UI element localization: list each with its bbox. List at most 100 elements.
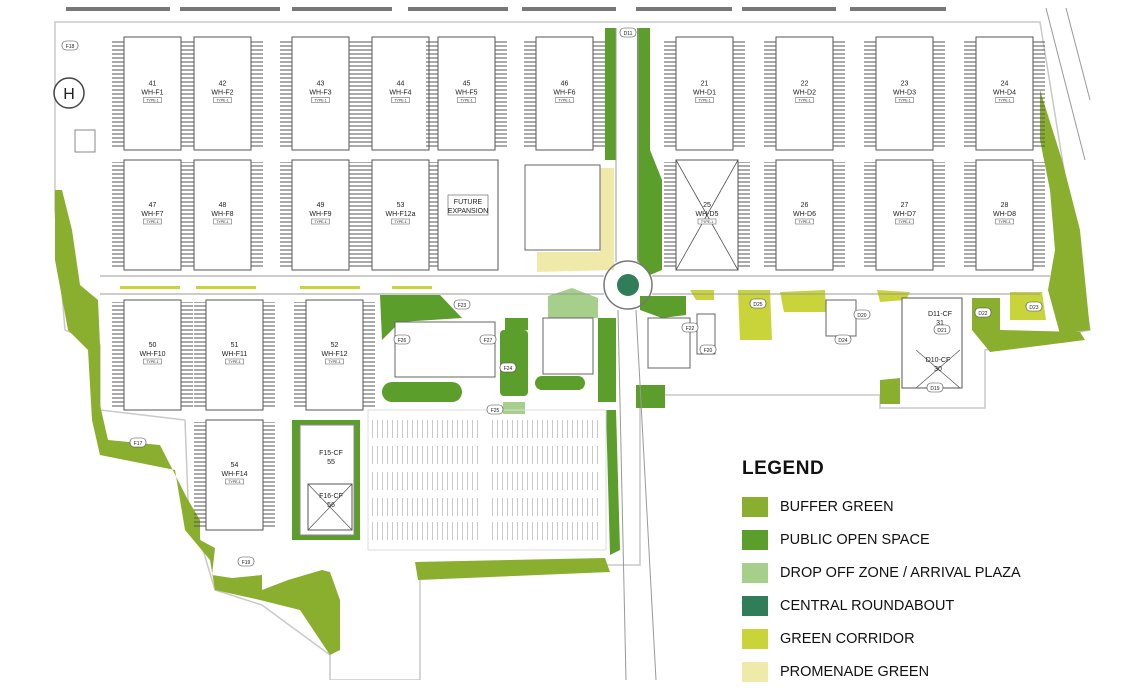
legend-label: DROP OFF ZONE / ARRIVAL PLAZA [780,564,1021,581]
warehouse-footprint [437,36,496,151]
warehouse-type: TYPE-1 [698,99,710,103]
warehouse-code: WH-F3 [309,90,331,97]
warehouse-number: 44 [397,81,405,88]
facility-tag-text: F18 [66,44,75,50]
loading-docks-left [664,162,676,268]
warehouse-number: 52 [331,342,339,349]
facility-tag-text: F24 [504,366,513,372]
warehouse-number: 50 [149,342,157,349]
warehouse-layer: 41WH-F1TYPE-142WH-F2TYPE-143WH-F3TYPE-14… [112,36,1045,531]
facility-tag-frame [453,299,471,310]
warehouse-number: 41 [149,81,157,88]
facility-tag-d23: D23 [1025,301,1043,312]
warehouse-type-box [143,218,162,225]
facility-tag-d25: D25 [749,298,767,309]
warehouse-type: TYPE-1 [394,99,406,103]
facility-tag-f24: F24 [499,362,517,373]
cf-compound [901,297,963,389]
facility-tag-d20: D20 [853,309,871,320]
loading-docks-right [733,39,745,148]
facility-tag-f22: F22 [681,322,699,333]
facility-tag-frame [933,324,951,335]
warehouse-code: WH-D8 [993,211,1016,218]
loading-docks-left [764,39,776,148]
warehouse-code: WH-D7 [893,211,916,218]
road-network [100,7,1091,680]
facility-tag-d19: D19 [926,382,944,393]
warehouse-type: TYPE-1 [228,480,240,484]
facility-tag-text: D24 [838,338,847,344]
warehouse-number: 49 [317,202,325,209]
cf-number: 31 [936,320,944,327]
warehouse-type-box [895,97,914,103]
warehouse-number: 27 [901,202,909,209]
legend-label: BUFFER GREEN [780,498,894,515]
cf-code: F15-CF [319,450,343,457]
loading-docks-right [495,39,507,148]
legend-label: GREEN CORRIDOR [780,630,915,647]
cf-cross-line [915,349,961,389]
warehouse-type: TYPE-1 [998,99,1010,103]
facility-tag-text: F27 [484,338,493,344]
warehouse-footprint [535,36,594,151]
warehouse-number: 51 [231,342,239,349]
warehouse-type: TYPE-1 [146,220,158,224]
warehouse-type-box [795,218,814,225]
facility-tag-f26: F26 [393,334,411,345]
warehouse-number: 45 [463,81,471,88]
promenade-green [537,168,614,272]
facility-tag-d11: D11 [619,27,637,38]
loading-docks-left [426,39,438,148]
legend-item-promenade-green: PROMENADE GREEN [742,655,1042,688]
facility-tag-f25: F25 [486,404,504,415]
warehouse-code: WH-F14 [221,471,247,478]
loading-docks-left [764,162,776,268]
warehouse-footprint [193,36,252,151]
warehouse-type: TYPE-1 [394,220,406,224]
facility-tag-frame [499,362,517,373]
warehouse-type-box [213,97,232,103]
warehouse-footprint [775,159,834,271]
warehouse-type: TYPE-1 [146,99,158,103]
warehouse-footprint [205,419,264,531]
warehouse-code: WH-F11 [222,351,248,358]
facility-tag-f27: F27 [479,334,497,345]
loading-docks-right [1033,39,1045,148]
warehouse-footprint [305,299,364,411]
warehouse-footprint [123,299,182,411]
facility-tag-text: F17 [134,441,143,447]
warehouse-type: TYPE-1 [314,220,326,224]
warehouse-number: 46 [561,81,569,88]
warehouse-footprint [371,36,430,151]
facility-tag-frame [749,298,767,309]
facility-tag-frame [479,334,497,345]
warehouse-type-box [213,218,232,225]
warehouse-code: WH-D2 [793,90,816,97]
